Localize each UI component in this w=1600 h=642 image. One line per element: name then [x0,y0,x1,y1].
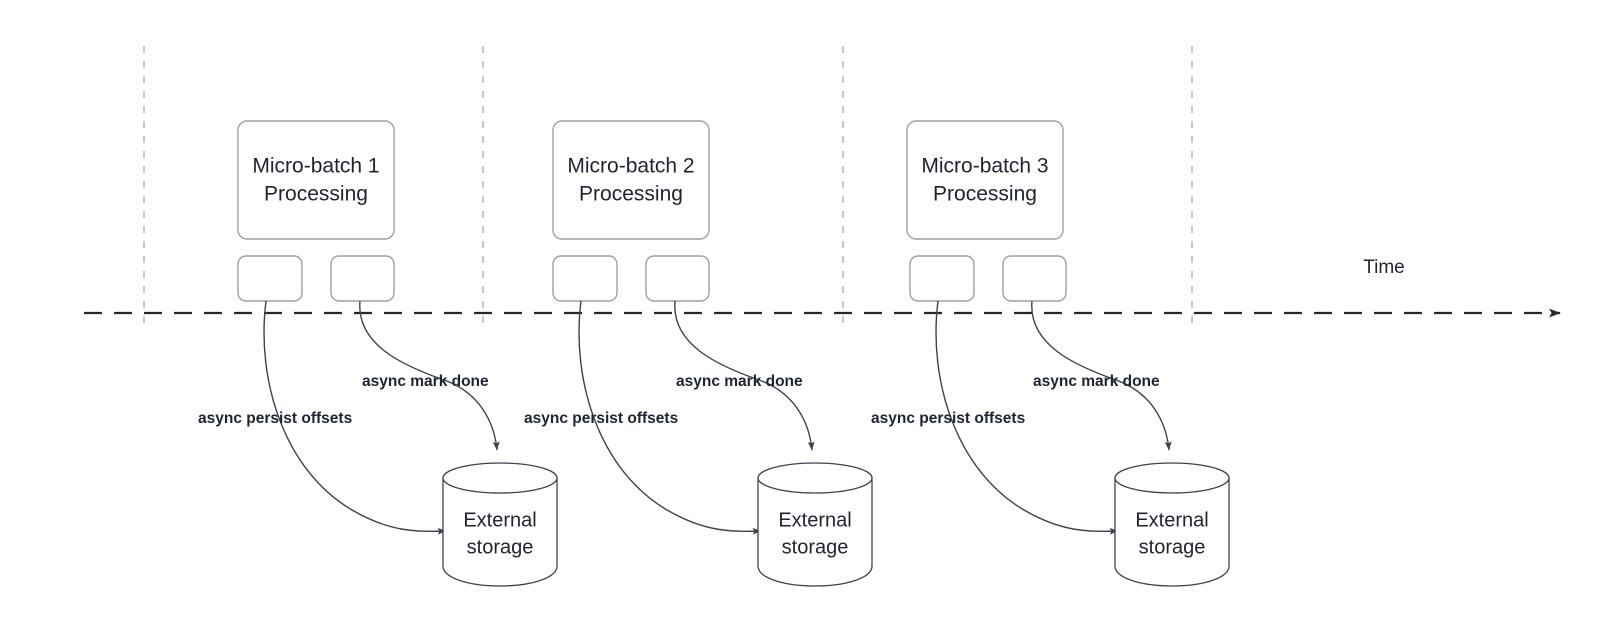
group-1: Micro-batch 1 Processing async persist o… [198,120,558,587]
guide-lines [143,46,1193,326]
task-box-3-a[interactable] [909,255,975,302]
microbatch-box-3-label-line2: Processing [933,183,1037,206]
external-storage-2-label-line2: storage [782,536,849,558]
external-storage-cylinder-2[interactable] [757,462,873,587]
task-box-1-a[interactable] [237,255,303,302]
edge-label-persist-offsets-1: async persist offsets [198,410,352,427]
external-storage-cylinder-3[interactable] [1114,462,1230,587]
microbatch-box-2[interactable] [552,120,710,240]
external-storage-1-label-line2: storage [467,536,534,558]
group-3: Micro-batch 3 Processing async persist o… [871,120,1230,587]
edge-label-mark-done-1: async mark done [362,373,489,390]
microbatch-box-1[interactable] [237,120,395,240]
external-storage-3-label-line1: External [1135,509,1208,531]
microbatch-box-3[interactable] [906,120,1064,240]
microbatch-box-1-label-line2: Processing [264,183,368,206]
external-storage-1-label-line1: External [463,509,536,531]
group-2: Micro-batch 2 Processing async persist o… [524,120,873,587]
microbatch-box-2-label-line2: Processing [579,183,683,206]
time-axis-label: Time [1363,257,1405,278]
edge-label-persist-offsets-2: async persist offsets [524,410,678,427]
edge-persist-offsets-1 [263,300,447,535]
edge-label-mark-done-3: async mark done [1033,373,1160,390]
microbatch-box-2-label-line1: Micro-batch 2 [567,155,694,178]
external-storage-2-label-line1: External [778,509,851,531]
edge-label-persist-offsets-3: async persist offsets [871,410,1025,427]
task-box-1-b[interactable] [330,255,395,302]
external-storage-cylinder-1[interactable] [442,462,558,587]
edge-persist-offsets-2 [578,300,762,535]
task-box-2-b[interactable] [645,255,710,302]
edge-mark-done-2 [674,300,815,451]
edge-label-mark-done-2: async mark done [676,373,803,390]
edge-persist-offsets-3 [935,300,1119,535]
microbatch-box-1-label-line1: Micro-batch 1 [252,155,379,178]
edge-mark-done-1 [359,300,500,451]
task-box-3-b[interactable] [1002,255,1067,302]
external-storage-3-label-line2: storage [1139,536,1206,558]
edge-mark-done-3 [1031,300,1172,451]
microbatch-box-3-label-line1: Micro-batch 3 [921,155,1048,178]
task-box-2-a[interactable] [552,255,618,302]
